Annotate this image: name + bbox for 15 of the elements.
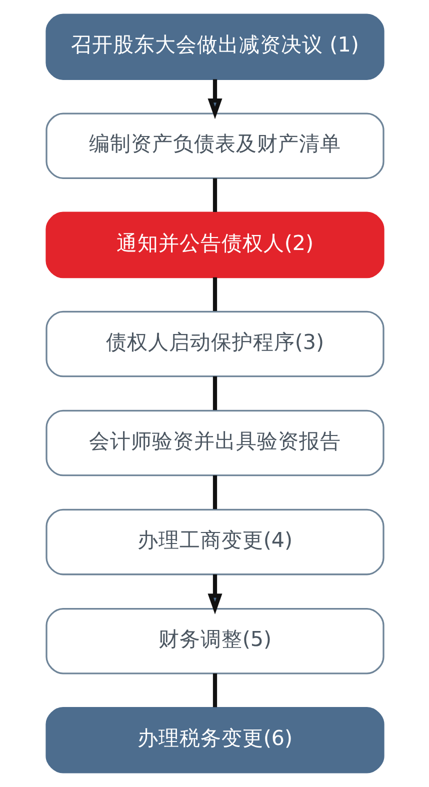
arrow [207, 79, 222, 120]
node-box: 编制资产负债表及财产清单 [45, 112, 384, 180]
node-box: 办理税务变更(6) [45, 706, 384, 774]
connector [212, 673, 217, 708]
node-box: 财务调整(5) [45, 608, 384, 674]
node-box: 会计师验资并出具验资报告 [45, 410, 384, 476]
connector [212, 376, 217, 410]
connector [212, 277, 217, 311]
arrow [207, 574, 222, 614]
node-box: 办理工商变更(4) [45, 508, 384, 576]
node-box: 召开股东大会做出减资决议 (1) [45, 14, 384, 80]
connector [212, 178, 217, 212]
node-box: 通知并公告债权人(2) [45, 212, 384, 278]
node-box: 债权人启动保护程序(3) [45, 310, 384, 378]
connector [212, 475, 217, 510]
